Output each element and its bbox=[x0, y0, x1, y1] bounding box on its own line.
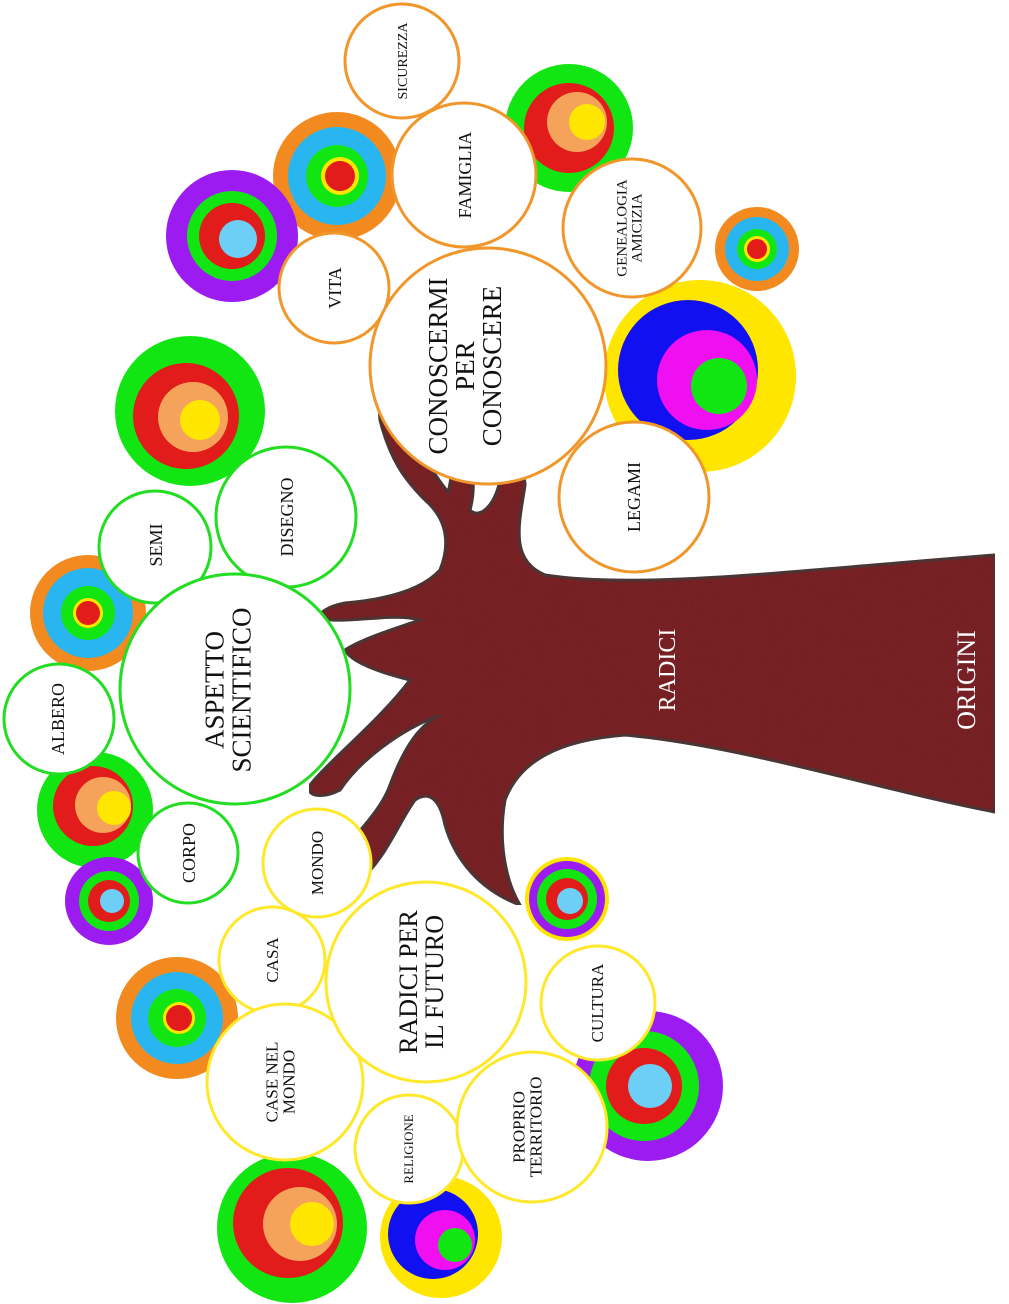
node-circle bbox=[539, 944, 657, 1062]
decor-circle bbox=[116, 957, 238, 1079]
branch-aspetto-scientifico: ALBERO SEMI DISEGNO CORPO ASPETTOSCIENTI… bbox=[2, 445, 358, 905]
leaf-proprio-territorio: PROPRIOTERRITORIO bbox=[510, 1077, 546, 1178]
decor-circle bbox=[115, 336, 265, 486]
decor-circle bbox=[65, 857, 153, 945]
node-circle bbox=[136, 801, 240, 905]
trunk-label: RADICI bbox=[655, 629, 681, 712]
leaf-case-nel-mondo: CASE NELMONDO bbox=[263, 1042, 299, 1123]
decorative-circles bbox=[30, 64, 799, 1303]
node-circle bbox=[324, 880, 528, 1084]
node-circle bbox=[368, 246, 608, 486]
leaf-legami: LEGAMI bbox=[624, 462, 644, 532]
branch-conoscermi: SICUREZZA VITA FAMIGLIA GENEALOGIAAMICIZ… bbox=[277, 2, 711, 574]
node-circle bbox=[343, 2, 461, 120]
decor-circle bbox=[37, 752, 153, 868]
decor-circle bbox=[525, 857, 609, 941]
leaf-genealogia-amicizia: GENEALOGIAAMICIZIA bbox=[615, 179, 646, 277]
leaf-casa: CASA bbox=[263, 937, 282, 983]
node-circle bbox=[561, 157, 703, 299]
node-circle bbox=[261, 807, 373, 919]
center-aspetto-scientifico: ASPETTOSCIENTIFICO bbox=[200, 607, 257, 772]
leaf-corpo: CORPO bbox=[179, 823, 199, 883]
leaf-cultura: CULTURA bbox=[588, 963, 607, 1042]
node-circle bbox=[2, 662, 116, 776]
node-circle bbox=[390, 101, 538, 249]
leaf-vita: VITA bbox=[325, 267, 345, 309]
node-circle bbox=[455, 1050, 609, 1204]
branch-radici-per-il-futuro: MONDO CASA CASE NELMONDO RELIGIONE PROPR… bbox=[205, 807, 657, 1205]
decor-circle bbox=[573, 1011, 723, 1161]
decor-circle bbox=[380, 1176, 502, 1298]
leaf-famiglia: FAMIGLIA bbox=[455, 132, 475, 219]
decor-circle bbox=[273, 112, 401, 240]
root-label: ORIGINI bbox=[952, 630, 981, 730]
node-circle bbox=[118, 572, 352, 806]
node-circle bbox=[205, 1002, 365, 1162]
leaf-albero: ALBERO bbox=[48, 683, 68, 755]
center-conoscermi: CONOSCERMIPERCONOSCERE bbox=[423, 277, 507, 454]
leaf-semi: SEMI bbox=[146, 523, 166, 566]
center-radici-per-il-futuro: RADICI PERIL FUTURO bbox=[394, 909, 449, 1053]
leaf-mondo: MONDO bbox=[308, 831, 327, 895]
leaf-disegno: DISEGNO bbox=[277, 478, 297, 557]
node-circle bbox=[277, 231, 391, 345]
tree-trunk: RADICI ORIGINI bbox=[307, 398, 997, 908]
leaf-sicurezza: SICUREZZA bbox=[396, 22, 411, 100]
decor-circle bbox=[217, 1153, 367, 1303]
decor-circle bbox=[166, 170, 298, 302]
decor-circle bbox=[505, 64, 633, 192]
node-circle bbox=[557, 420, 711, 574]
decor-circle bbox=[715, 207, 799, 291]
node-circle bbox=[97, 489, 213, 605]
leaf-religione: RELIGIONE bbox=[401, 1114, 416, 1183]
